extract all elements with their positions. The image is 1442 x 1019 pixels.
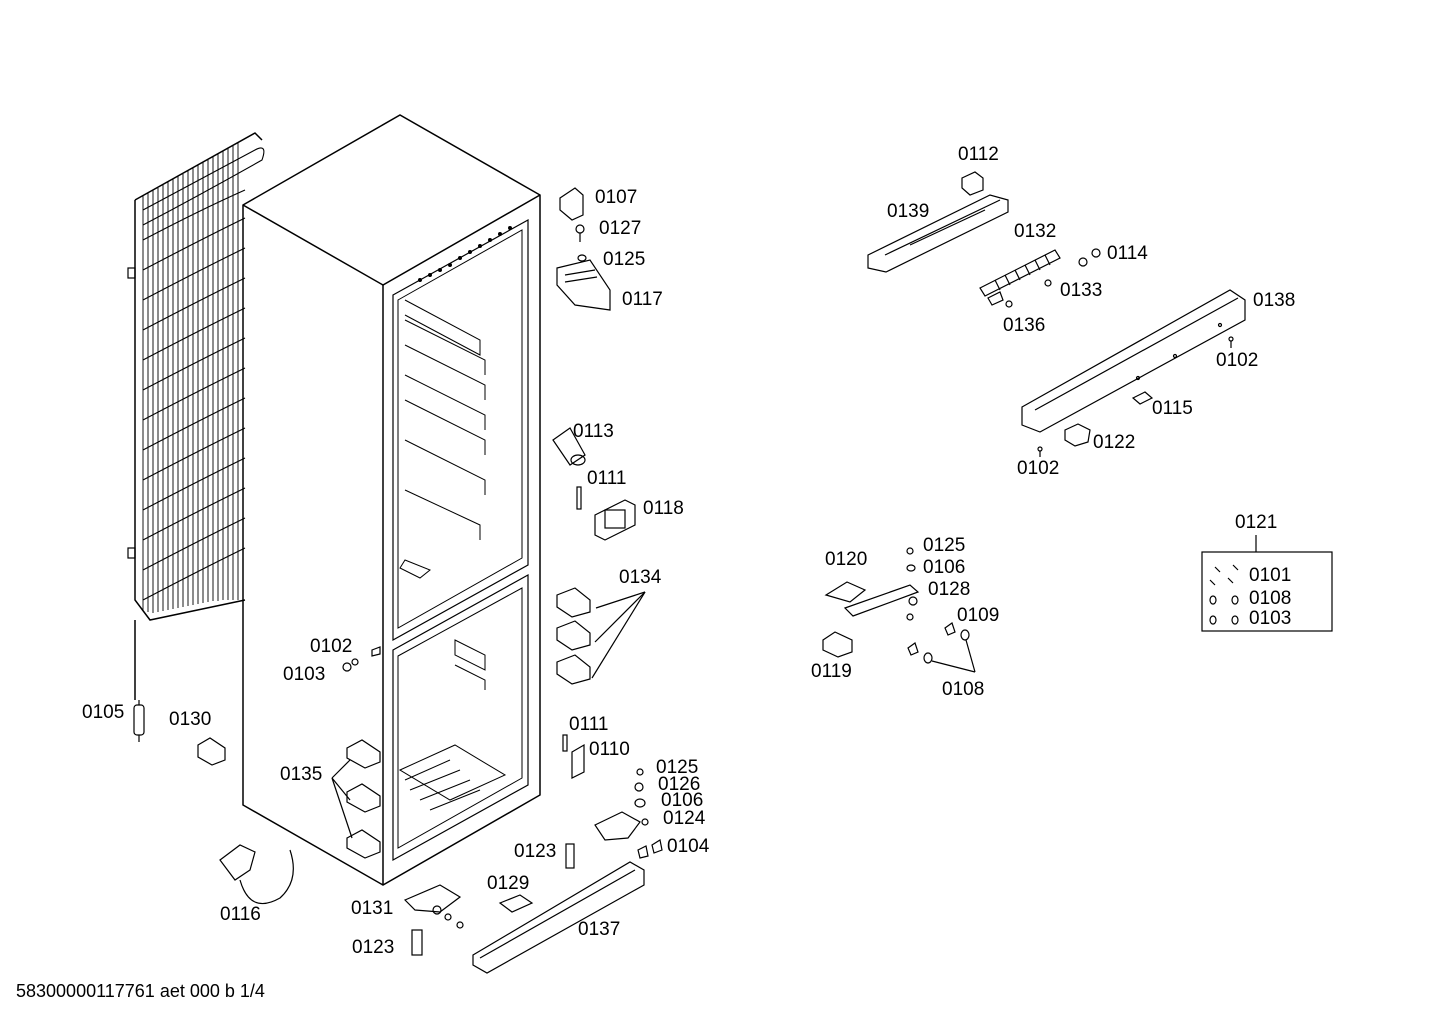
callout-0139: 0139 — [887, 201, 930, 222]
cabinet-body — [242, 114, 541, 886]
callout-0117: 0117 — [622, 289, 663, 310]
part-0112-switch — [961, 171, 984, 196]
part-0119-block — [822, 631, 853, 658]
callout-0103: 0103 — [283, 664, 326, 685]
part-0125-washer — [577, 254, 587, 262]
part-0111-pin-b — [562, 734, 568, 752]
part-0109-0108-screws — [907, 622, 976, 673]
part-0110-plate — [571, 743, 585, 779]
part-0139-control-panel — [867, 194, 1009, 273]
callout-0110: 0110 — [589, 739, 630, 760]
callout-0102: 0102 — [310, 636, 353, 657]
part-0125-0106-0128-small — [906, 547, 916, 621]
callout-0119: 0119 — [811, 661, 852, 682]
part-0103-screw-a — [342, 658, 359, 672]
callout-0108: 0108 — [1249, 588, 1292, 609]
callout-0125: 0125 — [656, 757, 699, 778]
callout-0120: 0120 — [825, 549, 868, 570]
part-0102-screw-a — [371, 646, 381, 657]
callout-0106: 0106 — [923, 557, 966, 578]
callout-0131: 0131 — [351, 898, 394, 919]
part-0133-clip — [1044, 279, 1052, 287]
part-0102-screw-c — [1037, 446, 1043, 457]
part-0120-hinge-assembly — [824, 581, 920, 617]
part-0123-foot-a — [565, 843, 575, 869]
callout-0105: 0105 — [82, 702, 125, 723]
callout-0134: 0134 — [619, 567, 662, 588]
callout-0114: 0114 — [1107, 243, 1148, 264]
part-0136-parts — [987, 291, 1013, 308]
part-0131-hinge — [403, 884, 462, 915]
callout-0123: 0123 — [352, 937, 395, 958]
part-0123-foot-b — [411, 913, 464, 956]
callout-0115: 0115 — [1152, 398, 1193, 419]
callout-0128: 0128 — [928, 579, 971, 600]
callout-0123: 0123 — [514, 841, 557, 862]
part-0117-lamp-cover — [556, 259, 611, 311]
callout-0116: 0116 — [220, 904, 261, 925]
part-0125-0104-hardware — [634, 768, 663, 859]
callout-0102: 0102 — [1017, 458, 1060, 479]
part-0107-bracket — [559, 187, 584, 221]
part-0138-panel — [1021, 289, 1246, 433]
callout-0118: 0118 — [643, 498, 684, 519]
part-0105-fuse — [133, 700, 145, 742]
part-0135-clips — [331, 739, 381, 859]
callout-0121: 0121 — [1235, 512, 1278, 533]
part-0118-switch — [594, 499, 636, 541]
callout-0109: 0109 — [957, 605, 1000, 626]
callout-0104: 0104 — [667, 836, 710, 857]
part-0102-screw-b — [1228, 336, 1234, 348]
part-0132-buttons — [979, 249, 1061, 297]
callout-0103: 0103 — [1249, 608, 1292, 629]
document-id: 58300000117761 aet 000 b 1/4 — [16, 981, 265, 1001]
callout-0125: 0125 — [603, 249, 646, 270]
callout-0132: 0132 — [1014, 221, 1057, 242]
callout-0122: 0122 — [1093, 432, 1136, 453]
part-0130-block — [197, 737, 226, 766]
condenser-coil — [127, 132, 265, 700]
part-0124-hinge — [594, 811, 641, 841]
part-0137-door-trim — [472, 861, 645, 974]
callout-0136: 0136 — [1003, 315, 1046, 336]
part-0114-clips — [1078, 248, 1101, 267]
part-0134-blocks — [556, 587, 646, 685]
callout-0138: 0138 — [1253, 290, 1296, 311]
part-0115-clip — [1131, 391, 1154, 405]
callout-0106: 0106 — [661, 790, 704, 811]
callout-0101: 0101 — [1249, 565, 1292, 586]
callout-0130: 0130 — [169, 709, 212, 730]
callout-0135: 0135 — [280, 764, 323, 785]
callout-0127: 0127 — [599, 218, 642, 239]
callout-0125: 0125 — [923, 535, 966, 556]
callout-0113: 0113 — [573, 421, 614, 442]
callout-0137: 0137 — [578, 919, 621, 940]
part-0122-block — [1064, 423, 1091, 447]
callout-0111: 0111 — [587, 468, 627, 489]
callout-0111: 0111 — [569, 714, 609, 735]
callout-0129: 0129 — [487, 873, 530, 894]
callout-0108: 0108 — [942, 679, 985, 700]
part-0116-power-cord — [219, 844, 294, 905]
part-0111-pin — [576, 486, 582, 510]
kit-box-0121 — [1201, 535, 1333, 632]
callout-0124: 0124 — [663, 808, 706, 829]
callout-0107: 0107 — [595, 187, 638, 208]
callout-0102: 0102 — [1216, 350, 1259, 371]
callout-0112: 0112 — [958, 144, 999, 165]
part-0113-cylinder — [552, 427, 586, 466]
part-0127-screw — [575, 224, 585, 242]
callout-0126: 0126 — [658, 774, 701, 795]
callout-0133: 0133 — [1060, 280, 1103, 301]
part-0129-cover — [498, 894, 534, 913]
